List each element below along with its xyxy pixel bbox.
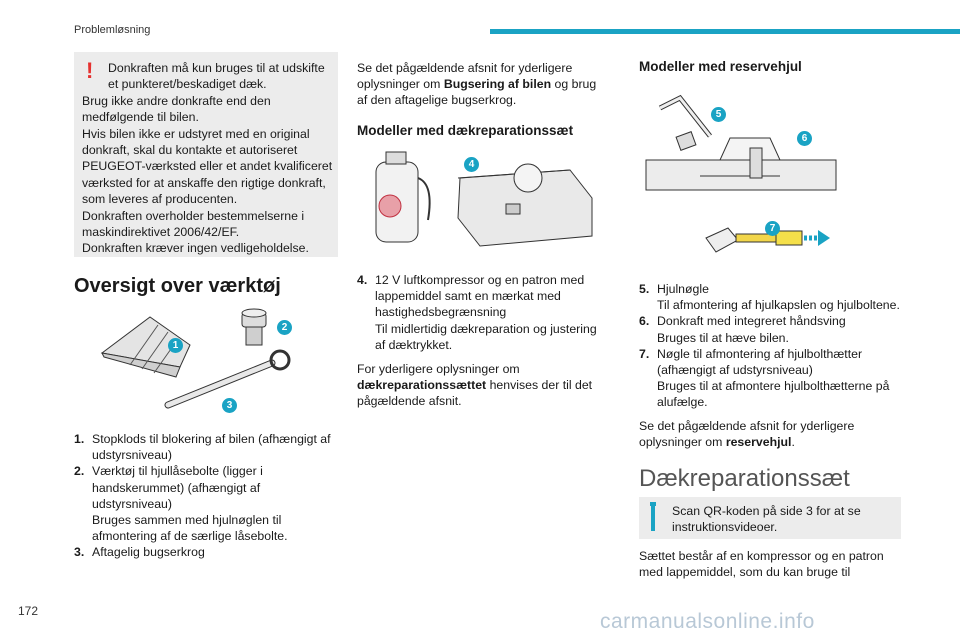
section-title-repair-kit: Dækreparationssæt	[639, 465, 850, 492]
watermark: carmanualsonline.info	[600, 610, 815, 633]
info-text: Scan QR-koden på side 3 for at se instru…	[672, 504, 861, 535]
warning-text: Donkraften må kun bruges til at udskifte…	[82, 60, 334, 257]
running-header: Problemløsning	[74, 24, 151, 36]
warning-box	[74, 52, 338, 257]
compressor-illustration	[457, 163, 593, 247]
list-item: 6. Donkraft med integreret håndsving Bru…	[639, 314, 846, 345]
sealant-cartridge-illustration	[375, 151, 431, 243]
info-icon-bar	[651, 505, 655, 531]
warning-line: Hvis bilen ikke er udstyret med en origi…	[82, 126, 333, 207]
spare-wheel-list: 5. Hjulnøgle Til afmontering af hjulkaps…	[639, 281, 904, 411]
lock-bolt-tool-illustration	[241, 308, 267, 346]
subtitle-repair-kit: Modeller med dækreparationssæt	[357, 123, 574, 138]
page-number: 172	[18, 604, 39, 618]
list-item: 5. Hjulnøgle Til afmontering af hjulkaps…	[639, 282, 900, 313]
repair-kit-description: Sættet består af en kompressor og en pat…	[639, 549, 884, 580]
warning-line: Brug ikke andre donkrafte end den medføl…	[82, 93, 271, 125]
header-accent-bar	[490, 29, 960, 34]
spare-wheel-reference: Se det pågældende afsnit for yderligere …	[639, 419, 855, 450]
callout-badge: 3	[222, 398, 237, 413]
warning-line: Donkraften overholder bestemmelserne i m…	[82, 208, 305, 240]
tools-illustration	[100, 308, 291, 409]
list-item: 3. Aftagelig bugserkrog	[74, 545, 205, 560]
exclamation-icon: !	[86, 58, 94, 83]
list-item: 7. Nøgle til afmontering af hjulbolthætt…	[639, 346, 890, 410]
info-icon	[650, 502, 656, 506]
list-item: 2. Værktøj til hjullåsebolte (ligger i h…	[74, 464, 288, 544]
tow-hook-illustration	[164, 349, 291, 409]
subtitle-spare-wheel: Modeller med reservehjul	[639, 59, 802, 74]
section-title-tools: Oversigt over værktøj	[74, 275, 281, 297]
list-item: 4. 12 V luftkompressor og en patron med …	[357, 273, 597, 352]
jack-illustration	[645, 137, 837, 191]
repair-kit-list: 4. 12 V luftkompressor og en patron med …	[357, 272, 607, 353]
warning-line: Donkraften kræver ingen vedligeholdelse.	[82, 241, 309, 256]
spare-wheel-tools-illustration	[645, 94, 837, 253]
info-box	[639, 497, 901, 539]
callout-badge: 1	[168, 338, 183, 353]
warning-first-line: Donkraften må kun bruges til at udskifte…	[108, 61, 325, 92]
callout-badge: 4	[464, 157, 479, 172]
wheel-wrench-illustration	[658, 94, 712, 151]
list-item: 1. Stopklods til blokering af bilen (afh…	[74, 432, 331, 463]
callout-badge: 5	[711, 107, 726, 122]
callout-badge: 2	[277, 320, 292, 335]
repair-kit-reference: For yderligere oplysninger om dækreparat…	[357, 362, 593, 409]
bolt-cap-key-illustration	[705, 227, 830, 253]
towing-reference: Se det pågældende afsnit for yderligere …	[357, 61, 597, 108]
callout-badge: 7	[765, 221, 780, 236]
tools-list: 1. Stopklods til blokering af bilen (afh…	[74, 431, 338, 561]
repair-kit-illustration	[375, 151, 593, 247]
callout-badge: 6	[797, 131, 812, 146]
